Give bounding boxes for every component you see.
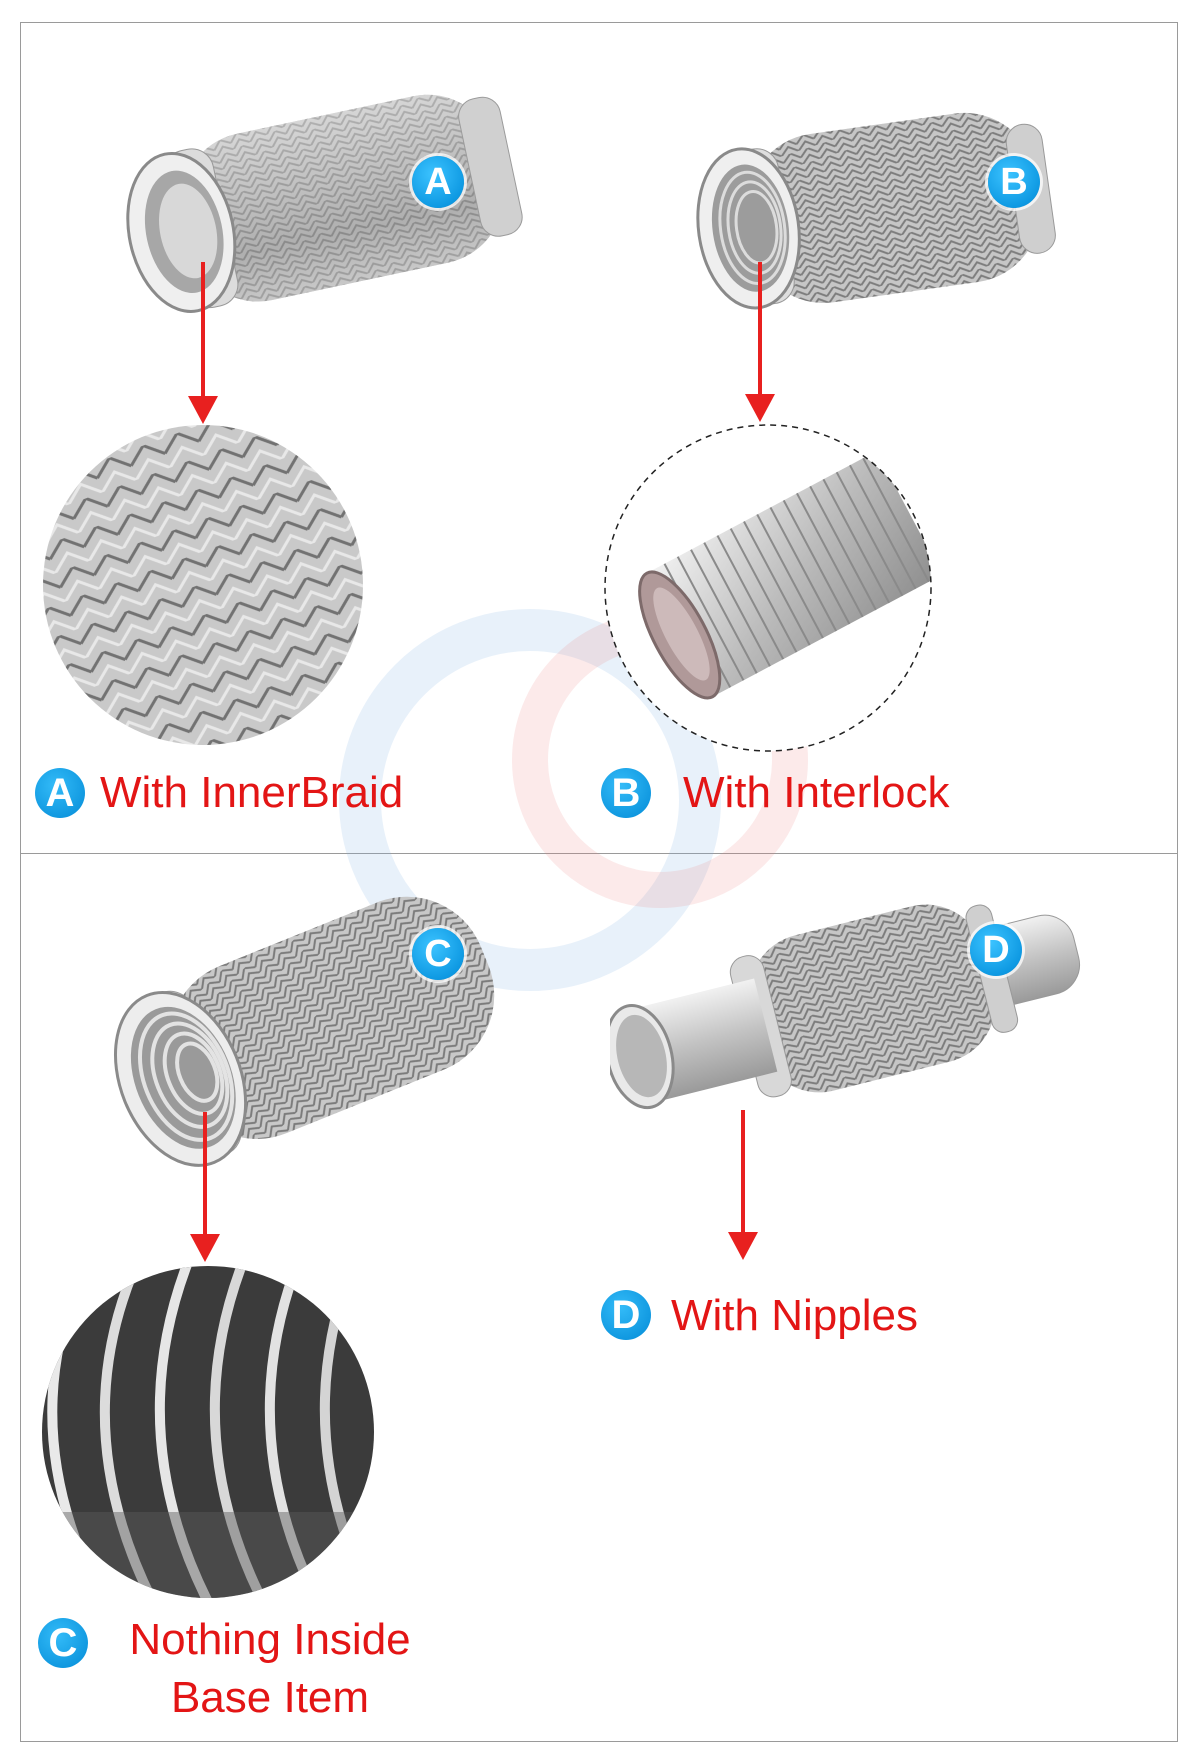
detail-circle-a xyxy=(38,420,368,750)
caption-badge-d: D xyxy=(601,1290,651,1340)
outer-frame xyxy=(20,22,1178,1742)
caption-badge-b: B xyxy=(601,768,651,818)
caption-badge-c: C xyxy=(38,1618,88,1668)
caption-a: With InnerBraid xyxy=(100,768,404,817)
down-arrow-icon xyxy=(745,262,775,422)
product-image-b xyxy=(690,90,1070,340)
down-arrow-icon xyxy=(728,1110,758,1260)
caption-d: With Nipples xyxy=(671,1291,918,1340)
caption-c-line1: Nothing Inside xyxy=(129,1615,411,1664)
badge-b-on-image: B xyxy=(988,156,1040,208)
product-image-c xyxy=(100,880,530,1180)
badge-d-on-image: D xyxy=(970,924,1022,976)
detail-circle-b xyxy=(598,418,938,758)
product-image-a xyxy=(105,60,570,360)
detail-circle-c xyxy=(38,1262,378,1602)
caption-badge-a: A xyxy=(35,768,85,818)
badge-c-on-image: C xyxy=(412,928,464,980)
badge-a-on-image: A xyxy=(412,156,464,208)
down-arrow-icon xyxy=(188,262,218,424)
down-arrow-icon xyxy=(190,1112,220,1262)
section-divider xyxy=(20,853,1178,854)
product-image-d xyxy=(610,880,1130,1180)
caption-c-line2: Base Item xyxy=(170,1673,370,1722)
caption-b: With Interlock xyxy=(683,768,950,817)
